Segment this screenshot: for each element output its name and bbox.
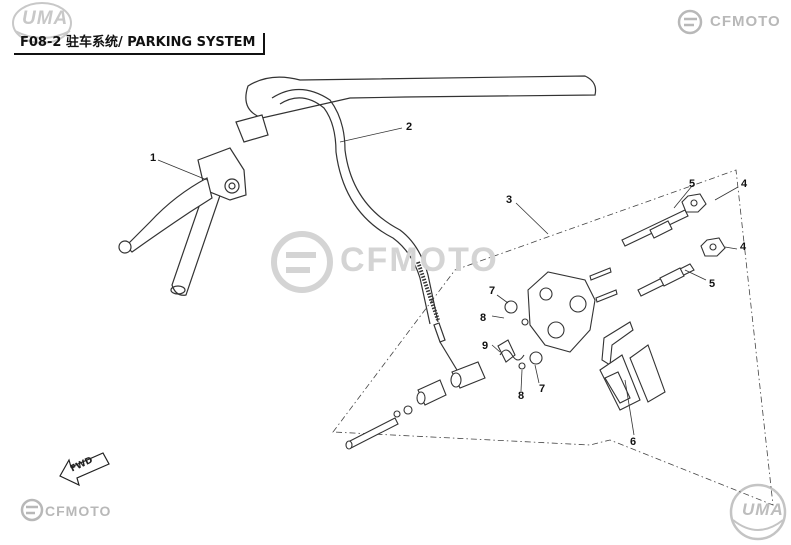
cfmoto-icon-bottom-left: [20, 498, 44, 522]
uma-logo-bottom-right: UMA: [742, 500, 784, 519]
uma-badge-top-left: [12, 2, 72, 44]
brake-pads: [599, 344, 666, 411]
cfmoto-watermark: CFMOTO: [340, 241, 499, 279]
bolts-and-nuts: [499, 193, 726, 370]
callout-5a: 5: [689, 178, 696, 190]
callout-8a: 8: [480, 312, 487, 324]
brake-caliper-body: [527, 271, 634, 366]
callout-7b: 7: [539, 383, 546, 395]
uma-badge-bottom-right: [729, 483, 787, 541]
brake-lever-assembly: [118, 147, 247, 254]
fwd-arrow-icon: [59, 452, 110, 487]
callout-4b: 4: [740, 241, 747, 253]
cfmoto-icon-top-right: [677, 9, 703, 35]
callout-4a: 4: [741, 178, 748, 190]
callout-9: 9: [482, 340, 489, 352]
cfmoto-logo-bottom-left: CFMOTO: [45, 503, 112, 519]
callout-6: 6: [630, 436, 637, 448]
parking-cable: [271, 88, 461, 376]
page-title: F08-2 驻车系统/ PARKING SYSTEM: [14, 33, 266, 55]
cfmoto-logo-top-right: CFMOTO: [710, 13, 781, 30]
assembly-outline: [332, 169, 774, 506]
callout-8b: 8: [518, 390, 525, 402]
uma-logo-top-left: UMA: [22, 8, 69, 29]
callout-5b: 5: [709, 278, 716, 290]
callout-2: 2: [406, 121, 413, 133]
callout-7a: 7: [489, 285, 496, 297]
leader-lines: [157, 127, 739, 436]
callout-3: 3: [506, 194, 513, 206]
cfmoto-watermark-icon: [271, 231, 333, 293]
caliper-actuator: [345, 339, 516, 450]
callout-1: 1: [150, 152, 157, 164]
